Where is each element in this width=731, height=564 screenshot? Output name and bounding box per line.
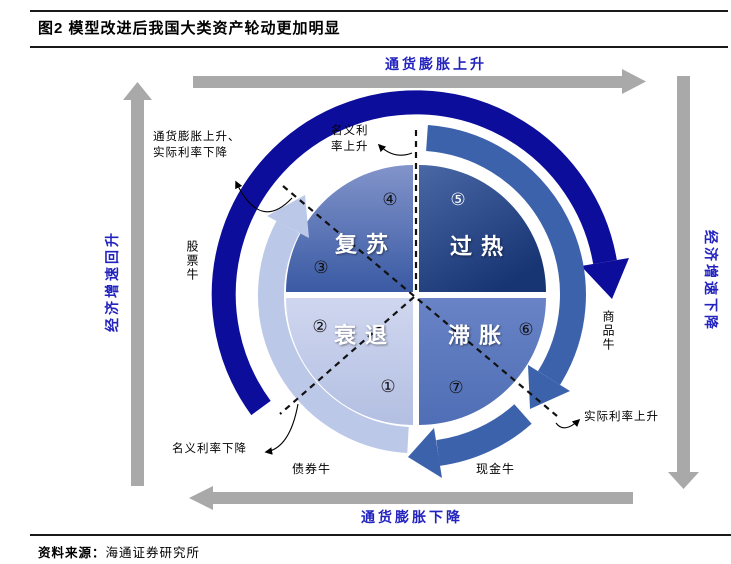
stage-number-3: ③ <box>313 258 329 278</box>
navy-cycle-arrowhead-icon <box>581 258 629 299</box>
label-cash-bull: 现金牛 <box>476 462 516 476</box>
quadrant-wheel <box>286 165 546 425</box>
stage-number-6: ⑥ <box>518 320 534 340</box>
stage-number-7: ⑦ <box>448 378 464 398</box>
quadrant-label-stagflation: 滞胀 <box>447 323 510 348</box>
gray-arrow-right-down-icon <box>668 76 699 489</box>
cash-arc <box>435 404 532 466</box>
quadrant-overheat <box>419 165 546 292</box>
source-value: 海通证券研究所 <box>105 546 201 560</box>
source-label: 资料来源： <box>38 546 106 560</box>
phase-boundary-lines <box>279 130 558 417</box>
dashed-line-sw <box>279 296 415 415</box>
label-inflation-falling: 通货膨胀下降 <box>361 511 463 526</box>
gray-arrow-bottom-left-icon <box>189 486 633 510</box>
label-stock-bull: 股票牛 <box>185 240 199 282</box>
annotation-nominal-up-line1: 名义利 <box>331 125 369 137</box>
label-bond-bull: 债券牛 <box>292 462 332 476</box>
annotation-inflation-up-real-down: 通货膨胀上升、 实际利率下降 <box>153 130 241 161</box>
pointer-real-rate-up <box>555 418 581 429</box>
annotation-real-rate-up: 实际利率上升 <box>584 411 659 423</box>
annotation-pointers <box>235 143 581 455</box>
annotation-nominal-rate-up: 名义利 率上升 <box>331 124 369 155</box>
annotation-inflation-up-line2: 实际利率下降 <box>153 146 228 159</box>
title-bottom-rule <box>30 46 728 48</box>
quadrant-stagflation <box>419 298 546 425</box>
label-growth-rebounding: 经济增速回升 <box>106 230 121 332</box>
stage-number-2: ② <box>312 317 328 337</box>
navy-cycle-arc <box>211 90 617 416</box>
annotation-nominal-rate-down: 名义利率下降 <box>172 443 247 455</box>
commodity-arc <box>425 125 586 385</box>
bond-stock-arc <box>257 220 409 453</box>
label-growth-falling: 经济增速下降 <box>702 230 717 332</box>
figure-title: 图2 模型改进后我国大类资产轮动更加明显 <box>38 20 341 37</box>
annotation-nominal-up-line2: 率上升 <box>331 140 369 153</box>
annotation-inflation-up-line1: 通货膨胀上升、 <box>153 131 241 143</box>
top-rule <box>30 10 728 12</box>
cash-arc-arrowhead-icon <box>408 428 442 478</box>
dashed-line-nw-se <box>282 185 558 417</box>
pointer-nominal-rate-up <box>377 143 413 156</box>
stage-number-4: ④ <box>382 190 398 210</box>
label-commodity-bull: 商品牛 <box>601 310 615 352</box>
pointer-nominal-rate-down <box>264 403 299 455</box>
source-line: 资料来源：海通证券研究所 <box>38 542 200 561</box>
stage-number-5: ⑤ <box>450 190 466 210</box>
quadrant-label-recovery: 复苏 <box>334 232 397 257</box>
quadrant-label-overheat: 过热 <box>449 234 512 259</box>
quadrant-recession <box>286 298 413 425</box>
quadrant-label-recession: 衰退 <box>333 323 396 348</box>
label-inflation-rising: 通货膨胀上升 <box>385 58 487 73</box>
footer-top-rule <box>30 534 731 536</box>
commodity-arc-arrowhead-icon <box>528 365 570 409</box>
quadrant-recovery <box>286 165 413 292</box>
gray-arrow-top-right-icon <box>193 69 646 94</box>
bond-stock-arc-arrowhead-icon <box>267 195 309 238</box>
stage-number-1: ① <box>380 377 396 397</box>
gray-arrow-left-up-icon <box>123 82 152 486</box>
pointer-inflation-up-real-down <box>235 180 293 213</box>
